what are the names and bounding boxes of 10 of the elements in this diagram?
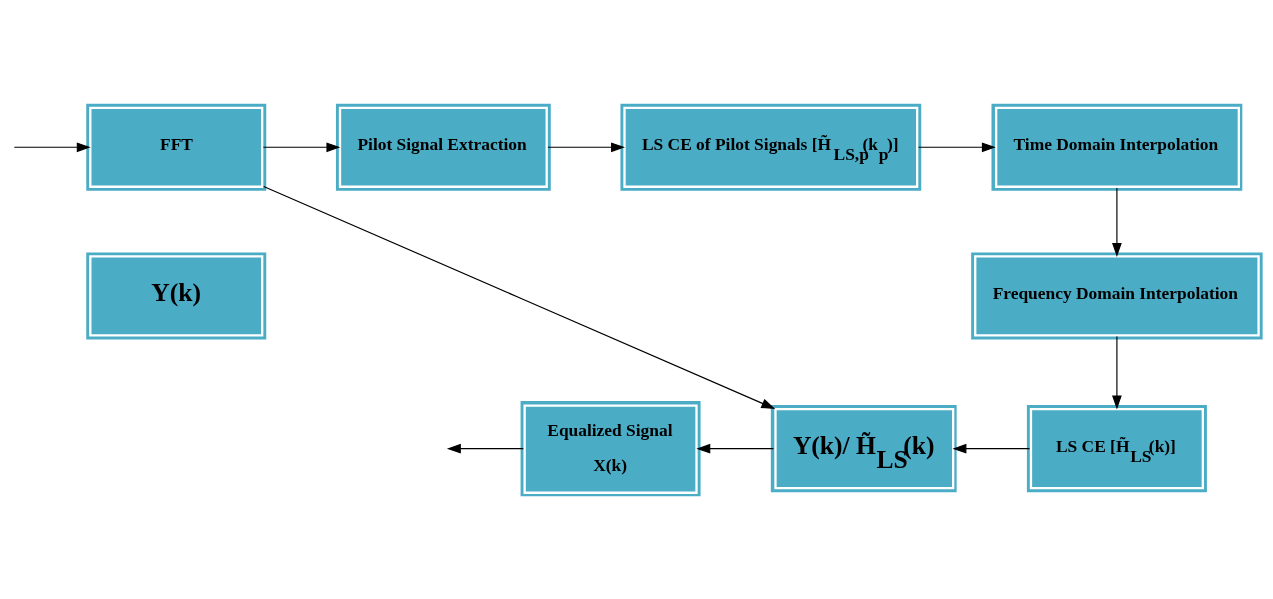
arrow (1112, 335, 1122, 409)
arrow (263, 185, 776, 409)
arrow (952, 443, 1031, 454)
arrow (696, 443, 775, 454)
arrow (13, 141, 91, 152)
arrow (917, 141, 996, 152)
arrow (1112, 186, 1122, 257)
arrow (262, 141, 341, 152)
arrow (547, 141, 625, 152)
arrow (446, 443, 524, 454)
